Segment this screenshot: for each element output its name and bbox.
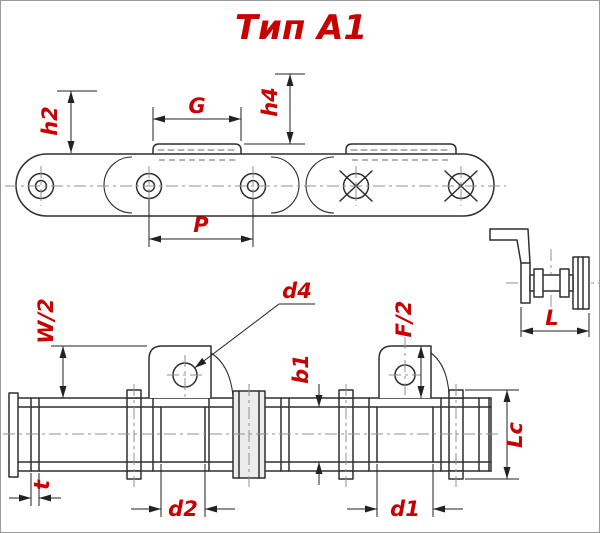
attachment-tab-front-1 (148, 345, 234, 399)
attachment-tab-side-1 (152, 143, 242, 155)
plate-arc (103, 156, 133, 214)
dimensions-top (57, 73, 305, 247)
dim-label-h2: h2 (38, 106, 62, 136)
left-end-plates (8, 392, 40, 478)
dim-label-f2: F/2 (392, 301, 416, 338)
dim-label-w2: W/2 (34, 298, 58, 343)
dim-label-b1: b1 (289, 354, 313, 384)
chain-plan-view: W/2 d4 F/2 b1 Lc t d2 d1 (3, 279, 527, 521)
attachment-tab-side-2 (345, 143, 457, 155)
dim-label-lc: Lc (503, 422, 527, 448)
page-title: Тип А1 (235, 8, 367, 48)
dim-label-p: P (193, 213, 209, 237)
dim-label-d4: d4 (282, 279, 312, 303)
chain-side-view: h2 G h4 P (5, 73, 506, 247)
plate-arc (270, 156, 300, 214)
dim-label-d2: d2 (168, 497, 198, 521)
dim-label-h4: h4 (258, 87, 282, 117)
dimension-l (520, 307, 590, 337)
dim-label-g: G (188, 94, 205, 118)
dim-label-t: t (30, 479, 54, 490)
attachment-tab-front-2 (378, 345, 450, 399)
dimensions-bottom (9, 303, 519, 517)
dim-label-d1: d1 (390, 497, 420, 521)
plate-arc (305, 156, 335, 214)
centerlines-bottom (3, 337, 499, 487)
pin-assembly (489, 228, 590, 310)
attachment-pin-detail: L (489, 228, 599, 337)
dim-label-l: L (545, 306, 558, 330)
